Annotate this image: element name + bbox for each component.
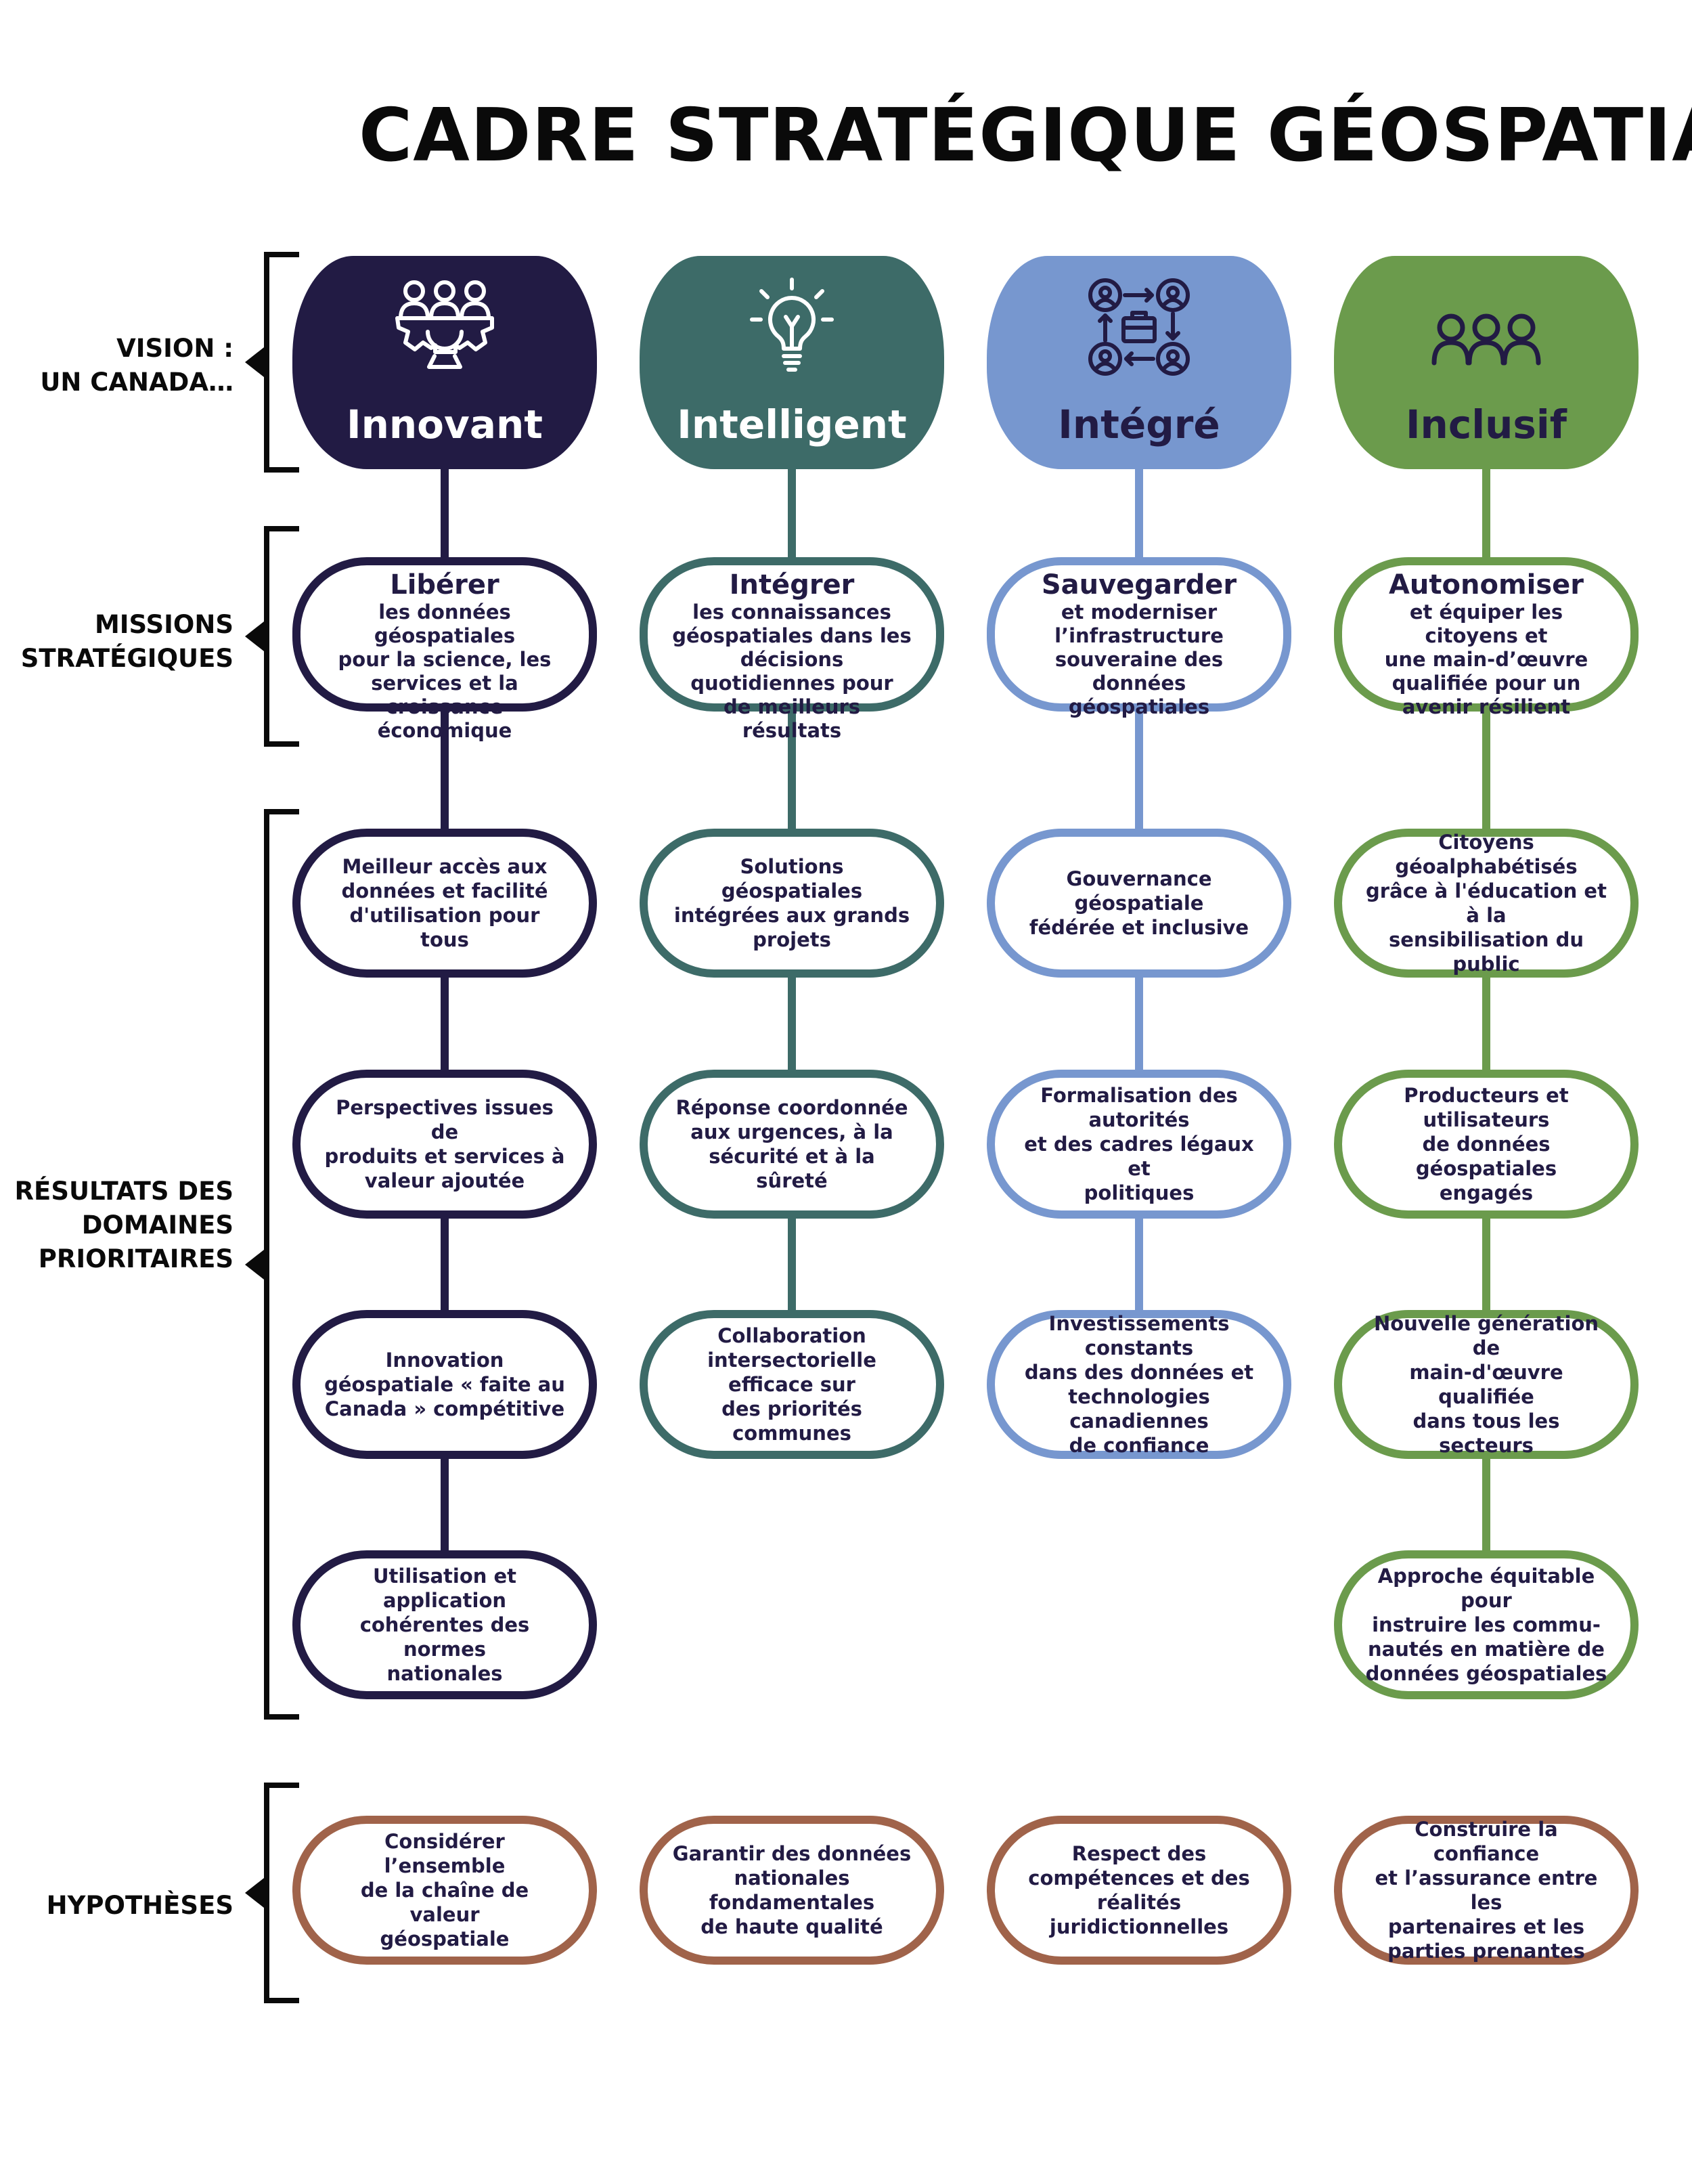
outcome-text: Investissements constants dans des donné… [1024,1312,1254,1457]
outcome-text: Utilisation et application cohérentes de… [359,1565,530,1685]
vision-label: Innovant [347,401,543,447]
people-gear-icon [387,276,502,378]
mission-text: les données géospatiales pour la science… [338,600,552,742]
outcome-innovant-3: Innovation géospatiale « faite au Canada… [292,1310,597,1459]
mission-title: Autonomiser [1388,569,1584,600]
outcome-text: Réponse coordonnée aux urgences, à la sé… [675,1096,908,1192]
outcome-text: Solutions géospatiales intégrées aux gra… [673,855,910,951]
assumption-intelligent: Garantir des données nationales fondamen… [640,1816,944,1965]
vision-label: Inclusif [1405,401,1567,447]
page-title: CADRE STRATÉGIQUE GÉOSPATIAL [359,93,1692,178]
bracket-tip [245,347,264,377]
outcome-integre-3: Investissements constants dans des donné… [987,1310,1291,1459]
bracket-tip [245,1249,264,1280]
vision-integre: Intégré [987,256,1291,469]
vision-intelligent: Intelligent [640,256,944,469]
lightbulb-icon [734,276,849,378]
mission-title: Intégrer [729,569,855,600]
mission-title: Libérer [390,569,499,600]
outcome-text: Gouvernance géospatiale fédérée et inclu… [1029,867,1249,939]
row-label-vision: VISION : UN CANADA… [40,334,233,397]
outcome-text: Collaboration intersectorielle efficace … [707,1324,876,1445]
outcome-text: Nouvelle génération de main-d'œuvre qual… [1373,1312,1599,1457]
outcome-inclusif-1: Citoyens géoalphabétisés grâce à l'éduca… [1334,829,1639,978]
outcome-intelligent-1: Solutions géospatiales intégrées aux gra… [640,829,944,978]
outcome-text: Approche équitable pour instruire les co… [1365,1565,1607,1685]
assumption-integre: Respect des compétences et des réalités … [987,1816,1291,1965]
row-label-outcomes: RÉSULTATS DES DOMAINES PRIORITAIRES [14,1177,233,1273]
outcome-intelligent-3: Collaboration intersectorielle efficace … [640,1310,944,1459]
outcome-inclusif-4: Approche équitable pour instruire les co… [1334,1550,1639,1699]
mission-title: Sauvegarder [1041,569,1237,600]
bracket-missions [245,526,299,747]
outcome-integre-1: Gouvernance géospatiale fédérée et inclu… [987,829,1291,978]
outcome-text: Formalisation des autorités et des cadre… [1024,1084,1254,1204]
bracket-vision [245,252,299,473]
assumption-inclusif: Construire la confiance et l’assurance e… [1334,1816,1639,1965]
outcome-text: Meilleur accès aux données et facilité d… [341,855,548,951]
assumption-innovant: Considérer l’ensemble de la chaîne de va… [292,1816,597,1965]
row-label-missions: MISSIONS STRATÉGIQUES [20,610,233,673]
vision-label: Intelligent [677,401,907,447]
vision-innovant: Innovant [292,256,597,469]
row-label-assumptions: HYPOTHÈSES [46,1891,233,1920]
mission-intelligent: Intégrer les connaissances géospatiales … [640,557,944,742]
assumption-text: Respect des compétences et des réalités … [1028,1842,1250,1938]
bracket-tip [245,621,264,651]
network-exchange-icon [1082,276,1197,378]
outcome-innovant-4: Utilisation et application cohérentes de… [292,1550,597,1699]
mission-innovant: Libérer les données géospatiales pour la… [292,557,597,742]
mission-inclusif: Autonomiser et équiper les citoyens et u… [1334,557,1639,718]
outcome-text: Citoyens géoalphabétisés grâce à l'éduca… [1366,831,1607,976]
bracket-assumptions [245,1783,299,2003]
mission-text: et équiper les citoyens et une main-d’œu… [1384,600,1588,718]
outcome-text: Producteurs et utilisateurs de données g… [1404,1084,1569,1204]
three-people-icon [1429,276,1544,378]
mission-integre: Sauvegarder et moderniser l’infrastructu… [987,557,1291,718]
assumption-text: Garantir des données nationales fondamen… [672,1842,912,1938]
outcome-text: Perspectives issues de produits et servi… [324,1096,565,1192]
mission-text: et moderniser l’infrastructure souverain… [1054,600,1224,718]
outcome-text: Innovation géospatiale « faite au Canada… [324,1349,565,1420]
outcome-innovant-2: Perspectives issues de produits et servi… [292,1070,597,1219]
outcome-integre-2: Formalisation des autorités et des cadre… [987,1070,1291,1219]
vision-label: Intégré [1058,401,1220,447]
assumption-text: Construire la confiance et l’assurance e… [1375,1818,1598,1963]
outcome-intelligent-2: Réponse coordonnée aux urgences, à la sé… [640,1070,944,1219]
assumption-text: Considérer l’ensemble de la chaîne de va… [360,1830,529,1950]
outcome-inclusif-2: Producteurs et utilisateurs de données g… [1334,1070,1639,1219]
outcome-innovant-1: Meilleur accès aux données et facilité d… [292,829,597,978]
bracket-tip [245,1878,264,1908]
mission-text: les connaissances géospatiales dans les … [672,600,912,742]
vision-inclusif: Inclusif [1334,256,1639,469]
outcome-inclusif-3: Nouvelle génération de main-d'œuvre qual… [1334,1310,1639,1459]
bracket-outcomes [245,809,299,1720]
